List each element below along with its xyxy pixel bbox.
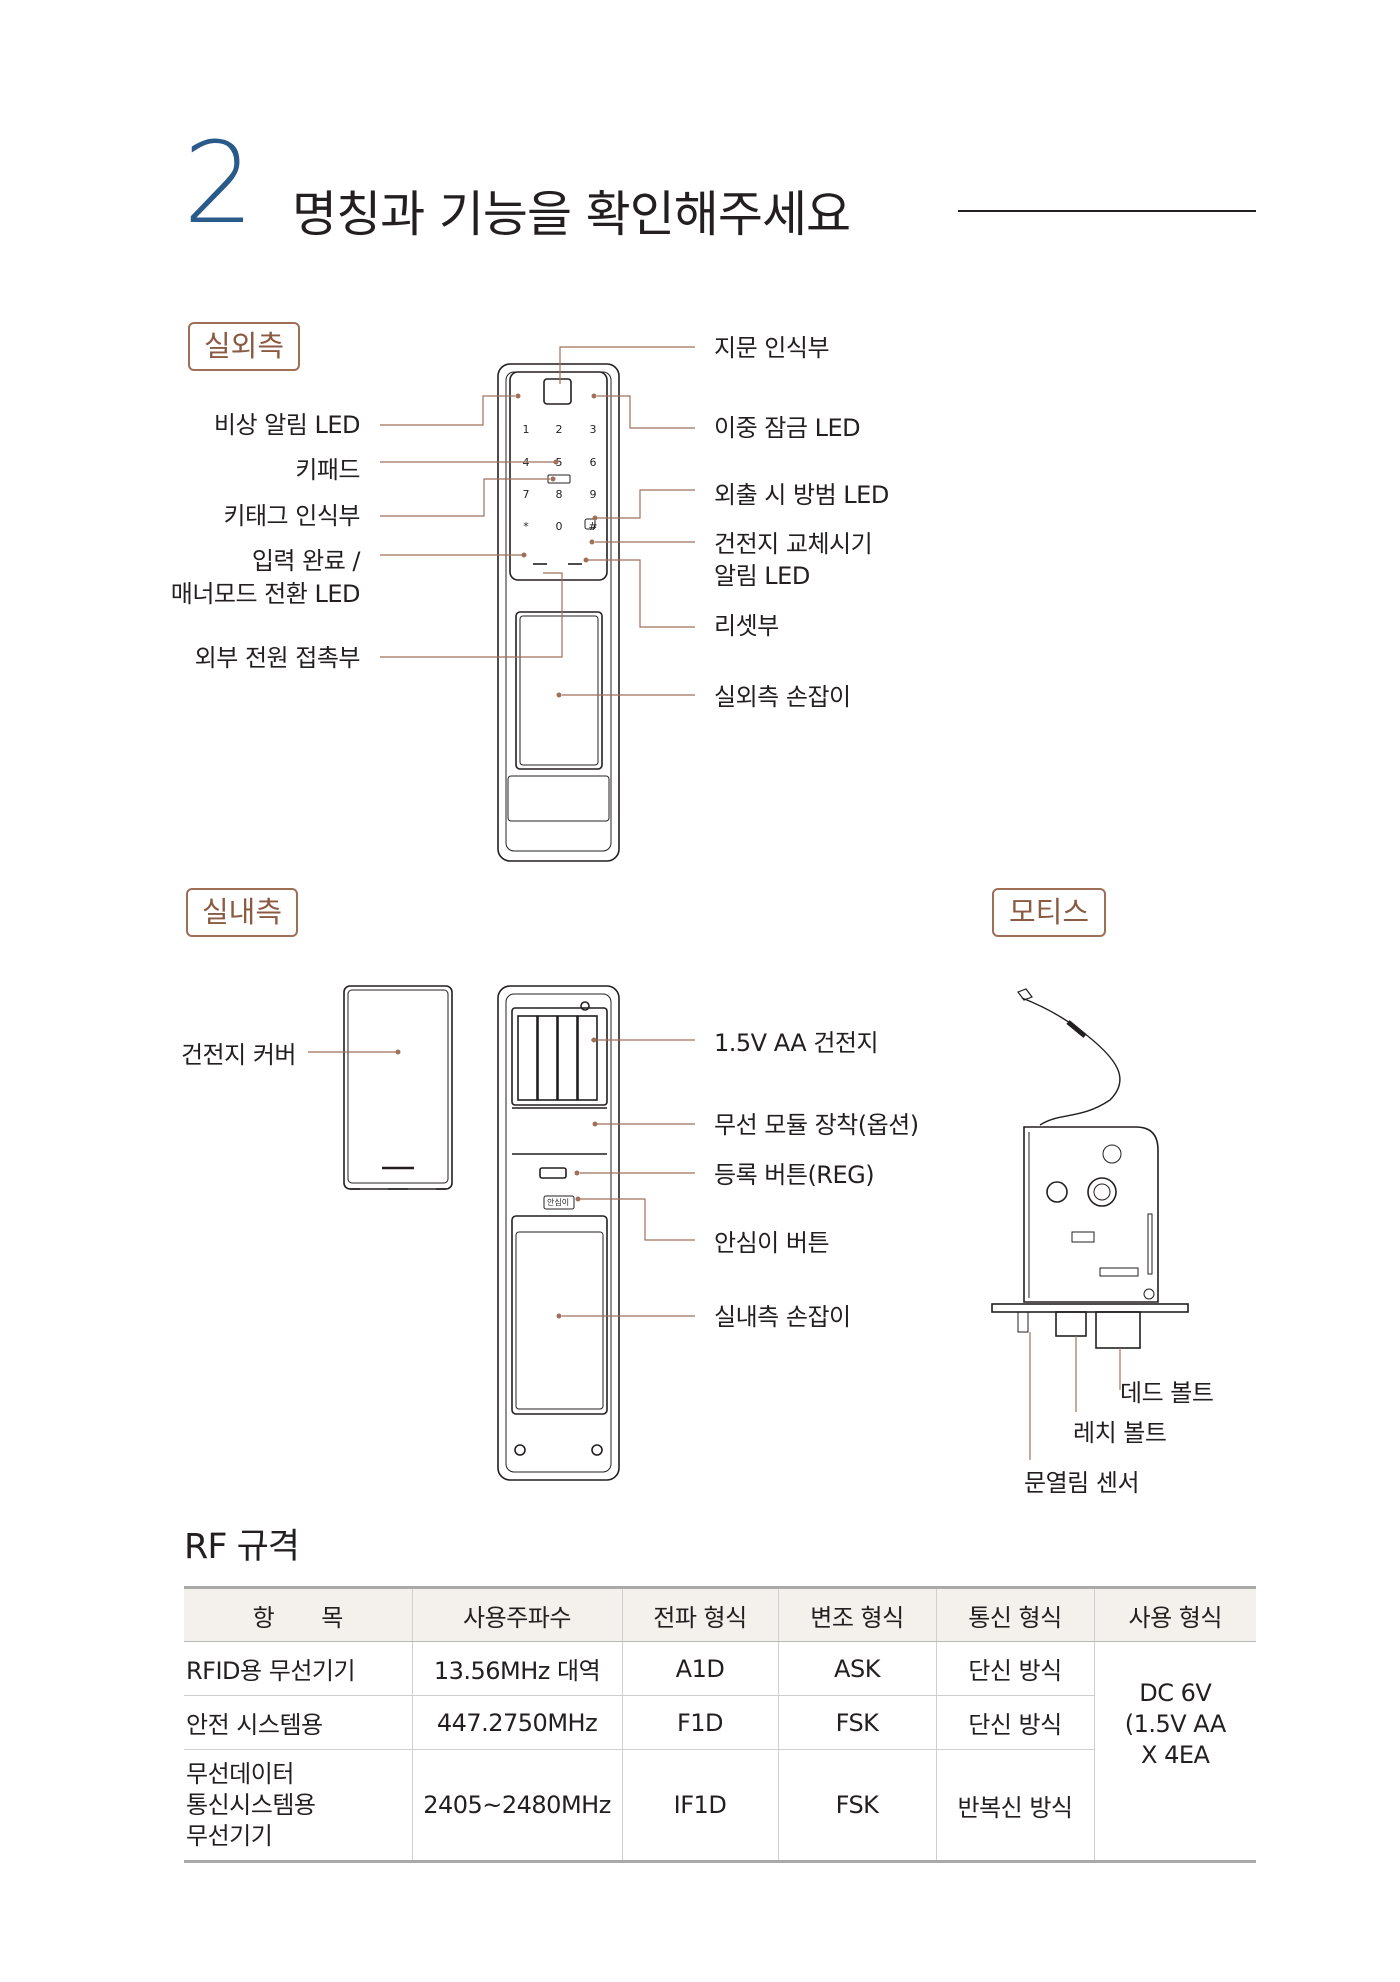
cell-usage: DC 6V (1.5V AA X 4EA	[1093, 1641, 1256, 1863]
register-button	[539, 1167, 567, 1179]
label-register-button: 등록 버튼(REG)	[714, 1161, 875, 1189]
cell-item: RFID용 무선기기	[184, 1641, 412, 1696]
label-battery-alert-2: 알림 LED	[714, 562, 810, 590]
usage-line-3: X 4EA	[1141, 1740, 1210, 1769]
header-frequency: 사용주파수	[411, 1587, 622, 1642]
indoor-lock-body	[497, 985, 620, 1481]
rf-header-row: 항 목 사용주파수 전파 형식 변조 형식 통신 형식 사용 형식	[184, 1587, 1256, 1642]
label-key-tag: 키태그 인식부	[223, 502, 360, 530]
battery-4	[577, 1015, 598, 1101]
page-title: 명칭과 기능을 확인해주세요	[292, 186, 851, 243]
leader-lines	[308, 346, 1121, 1460]
battery-3	[557, 1015, 578, 1101]
cell-modulation: FSK	[777, 1749, 936, 1863]
keypad-key: 7	[523, 488, 530, 501]
table-row: RFID용 무선기기 13.56MHz 대역 A1D ASK 단신 방식 DC …	[184, 1641, 1256, 1863]
latch-bolt-shape	[1055, 1311, 1087, 1337]
cell-item: 무선데이터 통신시스템용 무선기기	[184, 1749, 412, 1863]
cell-radio-type: A1D	[621, 1641, 778, 1696]
label-battery-cover: 건전지 커버	[180, 1041, 297, 1069]
keypad-key: 3	[590, 423, 597, 436]
outdoor-lock-body	[497, 363, 620, 862]
item-line-3: 무선기기	[186, 1821, 273, 1850]
label-double-lock: 이중 잠금 LED	[714, 414, 861, 442]
cell-radio-type: IF1D	[621, 1749, 778, 1863]
cell-item: 안전 시스템용	[184, 1695, 412, 1750]
header-usage: 사용 형식	[1093, 1587, 1256, 1642]
mortise-faceplate	[991, 1303, 1189, 1313]
label-fingerprint: 지문 인식부	[714, 334, 830, 362]
safety-button	[543, 1195, 575, 1210]
label-dead-bolt: 데드 볼트	[1120, 1379, 1214, 1407]
cell-frequency: 2405~2480MHz	[411, 1749, 622, 1863]
keypad-key: 6	[590, 456, 597, 469]
battery-cover-drawing	[343, 985, 453, 1190]
header-communication: 통신 형식	[935, 1587, 1094, 1642]
item-line-1: 무선데이터	[186, 1759, 294, 1788]
header-radio-type: 전파 형식	[621, 1587, 778, 1642]
label-input-complete-1: 입력 완료 /	[251, 547, 361, 575]
cell-radio-type: F1D	[621, 1695, 778, 1750]
leader-dots	[395, 393, 598, 1319]
dead-bolt-shape	[1095, 1311, 1141, 1349]
title-rule	[958, 210, 1256, 212]
keypad-key: 1	[523, 423, 530, 436]
cell-frequency: 13.56MHz 대역	[411, 1641, 622, 1696]
label-indoor-handle: 실내측 손잡이	[714, 1303, 851, 1331]
cell-modulation: FSK	[777, 1695, 936, 1750]
header-item: 항 목	[184, 1587, 412, 1642]
usage-line-2: (1.5V AA	[1124, 1709, 1227, 1738]
rf-spec-title: RF 규격	[184, 1527, 300, 1567]
tag-mortise: 모티스	[992, 888, 1106, 937]
rf-spec-table: 항 목 사용주파수 전파 형식 변조 형식 통신 형식 사용 형식 RFID용 …	[184, 1586, 1256, 1863]
battery-1	[517, 1015, 538, 1101]
label-battery-alert-1: 건전지 교체시기	[714, 530, 873, 558]
label-external-power: 외부 전원 접촉부	[194, 644, 361, 672]
label-wireless-module: 무선 모듈 장착(옵션)	[714, 1111, 919, 1139]
table-row: 무선데이터 통신시스템용 무선기기 2405~2480MHz IF1D FSK …	[184, 1749, 1256, 1863]
label-outdoor-handle: 실외측 손잡이	[714, 683, 851, 711]
cell-communication: 반복신 방식	[935, 1749, 1094, 1863]
safety-button-caption: 안심이	[547, 1198, 570, 1207]
cell-communication: 단신 방식	[935, 1641, 1094, 1696]
keypad-key: 2	[556, 423, 563, 436]
label-crime-prevention: 외출 시 방범 LED	[714, 481, 889, 509]
keypad-key: *	[523, 520, 529, 533]
item-line-2: 통신시스템용	[186, 1790, 316, 1819]
usage-line-1: DC 6V	[1139, 1678, 1212, 1707]
keypad-key: 9	[590, 488, 597, 501]
label-door-sensor: 문열림 센서	[1024, 1469, 1140, 1497]
label-latch-bolt: 레치 볼트	[1073, 1419, 1167, 1447]
keypad-key: #	[588, 520, 597, 533]
cell-modulation: ASK	[777, 1641, 936, 1696]
section-number: 2	[183, 119, 255, 249]
label-aa-battery: 1.5V AA 건전지	[714, 1029, 879, 1057]
keypad-key: 5	[556, 456, 563, 469]
battery-2	[537, 1015, 558, 1101]
table-row: 안전 시스템용 447.2750MHz F1D FSK 단신 방식	[184, 1695, 1256, 1750]
tag-outdoor: 실외측	[188, 322, 300, 371]
label-input-complete-2: 매너모드 전환 LED	[170, 580, 361, 608]
label-reset: 리셋부	[714, 612, 779, 640]
fingerprint-sensor	[543, 378, 572, 405]
label-emergency-led: 비상 알림 LED	[213, 411, 361, 439]
keypad-key: 8	[556, 488, 563, 501]
label-safety-button: 안심이 버튼	[714, 1229, 830, 1257]
header-modulation: 변조 형식	[777, 1587, 936, 1642]
label-keypad: 키패드	[295, 456, 360, 484]
tag-indoor: 실내측	[186, 888, 298, 937]
cell-frequency: 447.2750MHz	[411, 1695, 622, 1750]
keypad-key: 0	[556, 520, 563, 533]
cell-communication: 단신 방식	[935, 1695, 1094, 1750]
mortise-drawing	[991, 988, 1189, 1349]
